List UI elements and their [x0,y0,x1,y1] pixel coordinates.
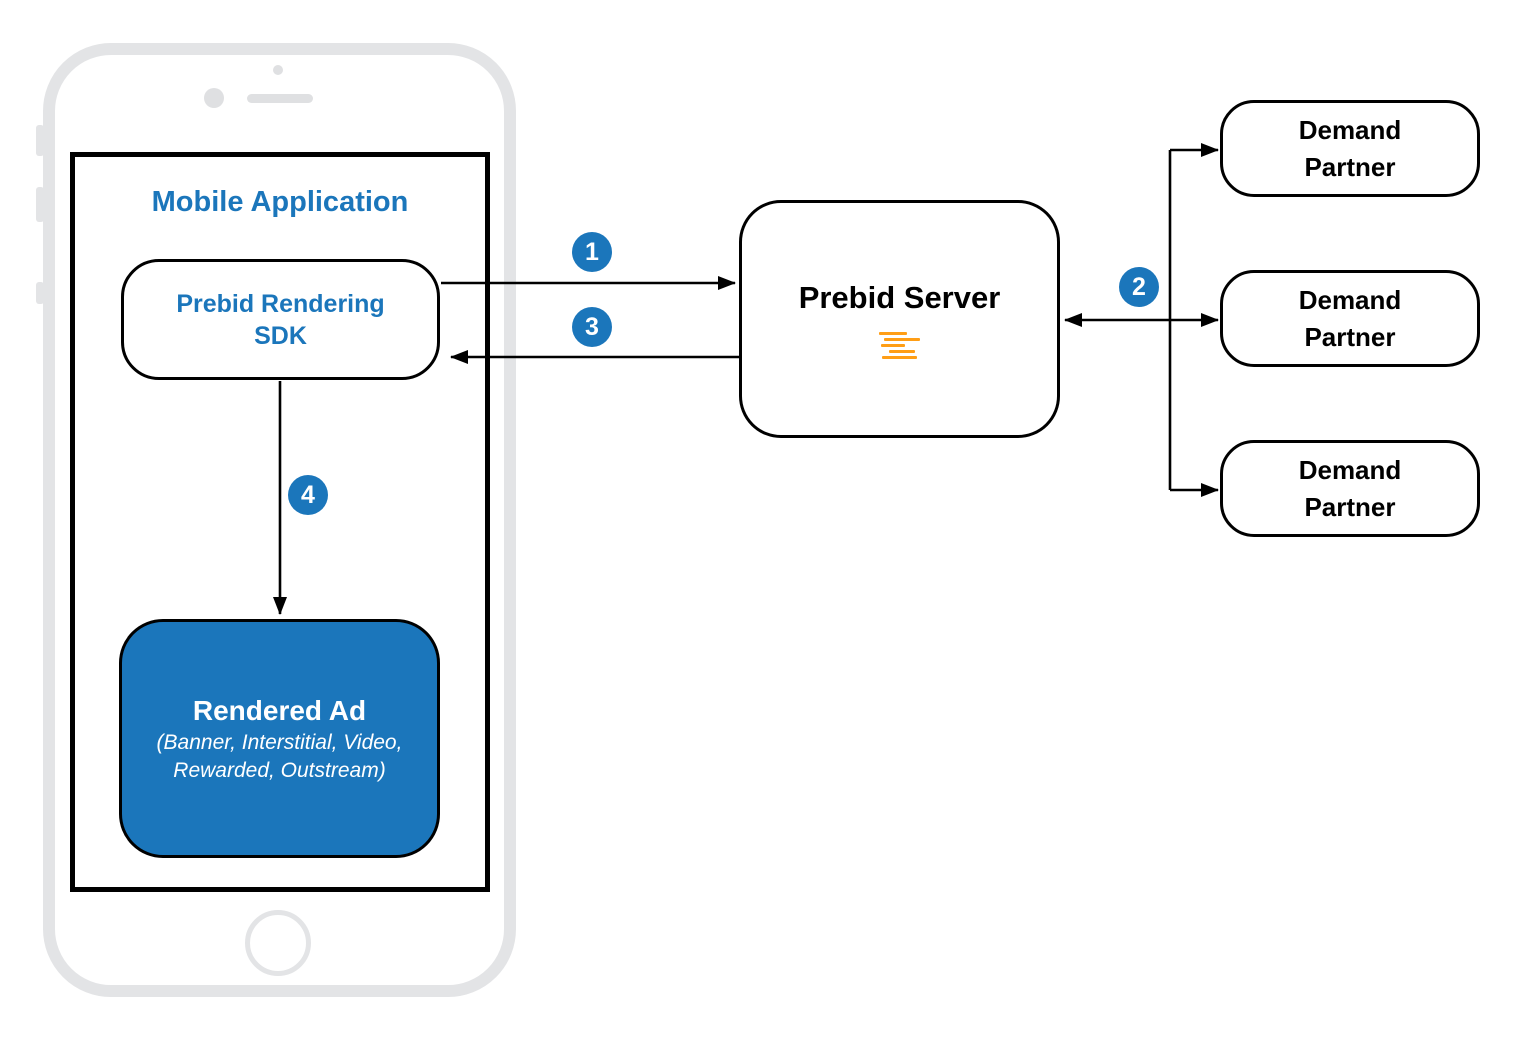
logo-bar [880,343,905,347]
logo-bar [883,337,920,341]
front-camera-icon [204,88,224,108]
mobile-application-title: Mobile Application [151,186,409,218]
logo-bar [878,331,907,335]
demand-partner-label: Demand Partner [1298,114,1402,182]
phone-volume-up-button [36,187,44,222]
home-button-icon [245,910,311,976]
demand-partner-node-1: Demand Partner [1220,100,1480,197]
prebid-rendering-sdk-label: Prebid Rendering SDK [176,289,385,350]
demand-partner-node-3: Demand Partner [1220,440,1480,537]
prebid-server-node: Prebid Server [739,200,1060,438]
rendered-ad-title: Rendered Ad [192,694,367,726]
demand-partner-label: Demand Partner [1298,284,1402,352]
step-badge-3: 3 [572,307,612,347]
camera-icon [273,65,283,75]
step-badge-1: 1 [572,232,612,272]
step-badge-2: 2 [1119,267,1159,307]
phone-mute-switch [36,125,44,156]
prebid-logo-icon [878,331,921,359]
logo-bar [888,349,915,353]
logo-bar [881,355,917,359]
prebid-rendering-sdk-node: Prebid Rendering SDK [121,259,440,380]
step-badge-4: 4 [288,475,328,515]
demand-partner-node-2: Demand Partner [1220,270,1480,367]
phone-volume-down-button [36,282,44,304]
speaker-icon [247,94,313,103]
rendered-ad-node: Rendered Ad (Banner, Interstitial, Video… [119,619,440,858]
prebid-server-title: Prebid Server [798,279,1001,315]
demand-partner-label: Demand Partner [1298,454,1402,522]
rendered-ad-subtitle: (Banner, Interstitial, Video, Rewarded, … [156,730,403,782]
